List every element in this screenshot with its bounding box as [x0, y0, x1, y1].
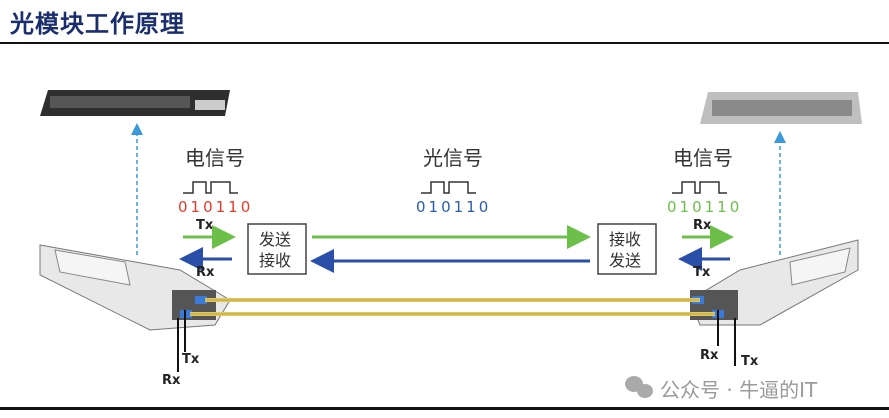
left-waveform — [183, 181, 238, 194]
right-bits: 010110 — [667, 198, 742, 216]
right-box-receive: 接收 — [609, 230, 641, 249]
right-signal-label: 电信号 — [673, 146, 733, 170]
left-bits: 010110 — [178, 198, 253, 216]
right-port-tx-label: Tx — [741, 354, 759, 369]
left-box-send: 发送 — [259, 230, 291, 249]
left-switch — [40, 90, 230, 116]
middle-waveform — [421, 181, 476, 194]
left-rx-label: Rx — [196, 265, 215, 280]
right-waveform — [672, 181, 727, 194]
left-port-rx-label: Rx — [162, 373, 181, 388]
right-sfp-module — [689, 239, 859, 326]
middle-signal-label: 光信号 — [423, 146, 483, 170]
left-transceiver-box — [247, 223, 307, 275]
left-port-tx-label: Tx — [182, 352, 200, 367]
right-rx-label: Rx — [693, 218, 712, 233]
middle-bits: 010110 — [416, 198, 491, 216]
bottom-divider — [0, 407, 889, 410]
top-divider — [0, 42, 889, 44]
left-tx-label: Tx — [196, 218, 214, 233]
watermark-text: 公众号 · 牛逼的IT — [660, 378, 818, 402]
right-box-send: 发送 — [609, 251, 641, 270]
left-box-receive: 接收 — [259, 251, 291, 270]
right-switch — [700, 92, 862, 124]
page-title: 光模块工作原理 — [10, 9, 185, 38]
right-transceiver-box — [597, 223, 657, 275]
right-port-rx-label: Rx — [700, 348, 719, 363]
wechat-icon — [625, 376, 653, 398]
left-signal-label: 电信号 — [185, 146, 245, 170]
right-tx-label: Tx — [693, 265, 711, 280]
